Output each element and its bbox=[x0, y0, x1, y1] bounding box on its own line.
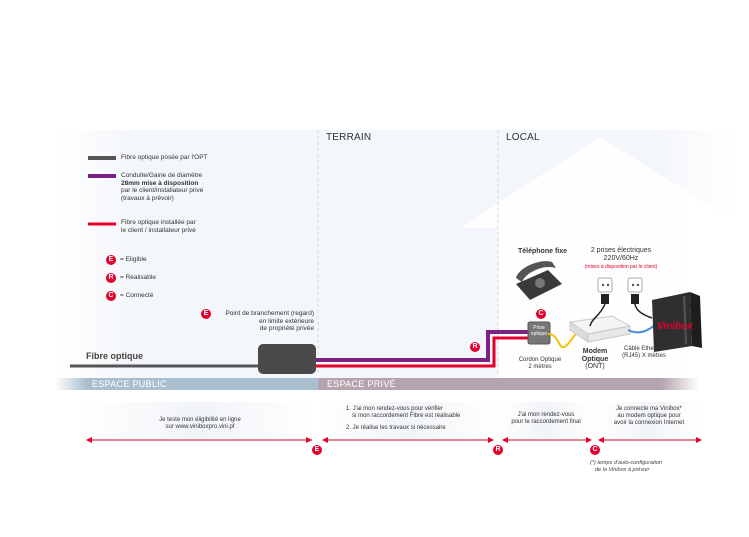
step-1-line-1: Je teste mon éligibilité en ligne bbox=[159, 417, 241, 423]
telephone-illustration bbox=[516, 261, 562, 300]
step-4-text: Je connecte ma Vinibox* au modem optique… bbox=[596, 406, 702, 427]
step-2-line-3: 2. Je réalise les travaux si nécessaire bbox=[346, 425, 446, 431]
legend-label-conduite: Conduite/Gaine de diamètre 28mm mise à d… bbox=[121, 172, 203, 202]
point-branchement-line-1: Point de branchement (regard) bbox=[225, 310, 314, 317]
step-panel-4 bbox=[596, 402, 702, 438]
legend-conduite-line-4: (travaux à prévoir) bbox=[121, 194, 174, 202]
prises-note: (mises à disposition par le client) bbox=[584, 264, 658, 270]
timeline bbox=[86, 437, 702, 443]
timeline-badge-r: R bbox=[493, 445, 503, 455]
footnote-line-2: de la Vinibox à prévoir bbox=[595, 467, 650, 473]
step-panel-3 bbox=[498, 402, 594, 438]
step-4-line-3: avoir la connexion Internet bbox=[613, 420, 685, 426]
step-3-line-2: pour le raccordement final bbox=[511, 419, 581, 425]
cable-label: Câble Ethernet (RJ45) X mètres bbox=[614, 346, 674, 360]
espace-public-band bbox=[55, 378, 318, 390]
modem-label: Modem Optique (ONT) bbox=[574, 348, 616, 371]
step-4-line-1: Je connecte ma Vinibox* bbox=[616, 406, 682, 412]
modem-line-1: Modem bbox=[582, 348, 608, 355]
regard-box bbox=[258, 344, 316, 374]
prises-line-2: 220V/60Hz bbox=[603, 255, 639, 262]
espace-prive-band bbox=[318, 378, 699, 390]
legend-conduite-line-3: par le client/installateur privé bbox=[121, 187, 204, 194]
prises-label: 2 prises électriques 220V/60Hz bbox=[586, 247, 656, 263]
step-1-line-2: sur www.viniboxpro.vini.pf bbox=[165, 424, 235, 430]
point-branchement-line-3: de propriété privée bbox=[259, 325, 314, 332]
vinibox-illustration bbox=[652, 292, 702, 352]
step-1-text: Je teste mon éligibilité en ligne sur ww… bbox=[130, 417, 270, 431]
legend-client-line-2: le client / installateur privé bbox=[121, 226, 196, 234]
prise-optique-label: Prise optique bbox=[528, 325, 550, 337]
legend-label-opt: Fibre optique posée par l'OPT bbox=[121, 154, 208, 161]
point-branchement-label: Point de branchement (regard) en limite … bbox=[200, 310, 314, 333]
zone-label-local: LOCAL bbox=[506, 132, 540, 143]
status-badge-c: C bbox=[106, 291, 116, 301]
footnote-line-1: (*) temps d'auto-configuration bbox=[590, 460, 662, 466]
legend-client-line-1: Fibre optique installée par bbox=[121, 219, 196, 226]
telephone-label: Téléphone fixe bbox=[518, 248, 568, 255]
power-plug-1 bbox=[589, 277, 613, 327]
step-panel-1 bbox=[80, 402, 316, 438]
cordon-line-1: Cordon Optique bbox=[518, 357, 562, 363]
cable-line-1: Câble Ethernet bbox=[623, 346, 665, 352]
modem-line-3: (ONT) bbox=[585, 363, 605, 370]
cable-line-2: (RJ45) X mètres bbox=[622, 353, 666, 359]
legend-conduite-line-2: 28mm mise à disposition bbox=[121, 179, 199, 187]
legend-label-client-fibre: Fibre optique installée par le client / … bbox=[121, 219, 196, 234]
client-fibre-line bbox=[316, 336, 530, 368]
step-3-line-1: J'ai mon rendez-vous bbox=[517, 412, 575, 418]
cordon-line-2: 2 mètres bbox=[528, 364, 552, 370]
espace-public-label: ESPACE PUBLIC bbox=[92, 379, 167, 389]
badge-e-branchement: E bbox=[201, 309, 211, 319]
step-3-text: J'ai mon rendez-vous pour le raccordemen… bbox=[500, 412, 592, 426]
prise-optique-line-1: Prise bbox=[533, 325, 545, 331]
modem-line-2: Optique bbox=[581, 355, 609, 363]
badge-c-telephone: C bbox=[536, 309, 546, 319]
conduit-line bbox=[316, 330, 530, 362]
badge-r-conduit: R bbox=[470, 342, 480, 352]
point-branchement-line-2: en limite extérieure bbox=[259, 317, 314, 325]
power-plug-2 bbox=[627, 277, 653, 319]
legend-conduite-line-1: Conduite/Gaine de diamètre bbox=[121, 172, 203, 179]
step-panel-2 bbox=[320, 402, 496, 438]
step-2-line-1: 1. J'ai mon rendez-vous pour vérifier bbox=[346, 406, 443, 412]
cordon-label: Cordon Optique 2 mètres bbox=[514, 357, 566, 371]
status-badge-e: E bbox=[106, 255, 116, 265]
prises-line-1: 2 prises électriques bbox=[590, 247, 652, 254]
status-badge-r: R bbox=[106, 273, 116, 283]
step-2-text: 1. J'ai mon rendez-vous pour vérifier si… bbox=[346, 406, 496, 432]
footnote: (*) temps d'auto-configuration de la Vin… bbox=[590, 460, 662, 474]
modem-front bbox=[587, 325, 631, 343]
status-label-eligible: = Eligible bbox=[120, 256, 147, 263]
status-label-realisable: = Réalisable bbox=[120, 274, 156, 281]
zone-label-terrain: TERRAIN bbox=[326, 132, 372, 143]
timeline-badge-c: C bbox=[590, 445, 600, 455]
espace-prive-label: ESPACE PRIVÉ bbox=[327, 379, 396, 389]
fibre-optique-label: Fibre optique bbox=[86, 351, 143, 361]
step-2-line-2: si mon raccordement Fibre est réalisable bbox=[352, 413, 461, 419]
status-label-connecte: = Connecté bbox=[120, 292, 154, 299]
vinibox-logo: Vinibox bbox=[657, 321, 693, 332]
prise-optique-box bbox=[527, 321, 551, 345]
timeline-badge-e: E bbox=[312, 445, 322, 455]
step-4-line-2: au modem optique pour bbox=[617, 413, 681, 419]
prise-optique-line-2: optique bbox=[530, 331, 548, 337]
